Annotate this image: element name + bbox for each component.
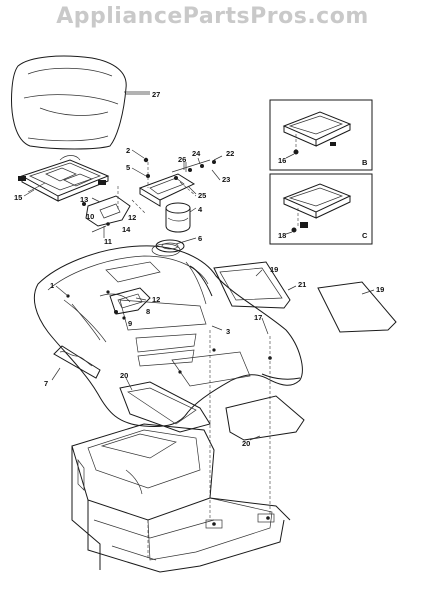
callout-19-loose: 19	[376, 285, 384, 294]
callout-16: 16	[278, 156, 286, 165]
leader-lines	[23, 93, 375, 441]
callout-21: 21	[298, 280, 306, 289]
fender-body-part	[33, 243, 303, 427]
callout-7: 7	[44, 379, 48, 388]
callout-6: 6	[198, 234, 202, 243]
callout-12-lower: 12	[152, 295, 160, 304]
frame-part	[71, 330, 291, 573]
callout-25: 25	[198, 191, 206, 200]
callout-22: 22	[226, 149, 234, 158]
callout-1: 1	[50, 281, 54, 290]
left-mat-part	[119, 381, 211, 433]
inset-b	[269, 99, 373, 171]
callout-4: 4	[198, 205, 203, 214]
right-mat-part	[225, 395, 305, 441]
inset-label-b: B	[362, 158, 368, 167]
inset-c	[269, 173, 373, 245]
callout-13: 13	[80, 195, 88, 204]
callout-23: 23	[222, 175, 230, 184]
loose-mat-19-part	[317, 281, 397, 333]
inset-label-c: C	[362, 231, 368, 240]
callout-2: 2	[126, 146, 130, 155]
lever-bracket-part	[109, 287, 151, 320]
callout-5: 5	[126, 163, 130, 172]
callout-15: 15	[14, 193, 22, 202]
callout-20-left: 20	[120, 371, 128, 380]
callout-12: 12	[128, 213, 136, 222]
seat-pan-part	[18, 155, 110, 202]
callout-24: 24	[192, 149, 201, 158]
callout-18: 18	[278, 231, 286, 240]
strip-part	[53, 345, 101, 379]
callout-8: 8	[146, 307, 150, 316]
callout-10: 10	[86, 212, 94, 221]
seat-bracket-part	[82, 186, 147, 238]
fender-mat-19-part	[213, 261, 291, 309]
callout-26: 26	[178, 155, 186, 164]
callout-17: 17	[254, 313, 262, 322]
callout-27: 27	[152, 90, 160, 99]
seat-pivot-bracket-part	[138, 157, 216, 207]
callout-9: 9	[128, 319, 132, 328]
callout-11: 11	[104, 237, 112, 246]
callout-3: 3	[226, 327, 230, 336]
callout-20-right: 20	[242, 439, 250, 448]
watermark: AppliancePartsPros.com	[56, 4, 369, 29]
callout-14: 14	[122, 225, 131, 234]
seat-part	[11, 55, 150, 150]
callout-labels: 27 2 5 26 24 22 25 23 15 13 12 10 4 11 1…	[14, 90, 384, 448]
callout-19-fender: 19	[270, 265, 278, 274]
